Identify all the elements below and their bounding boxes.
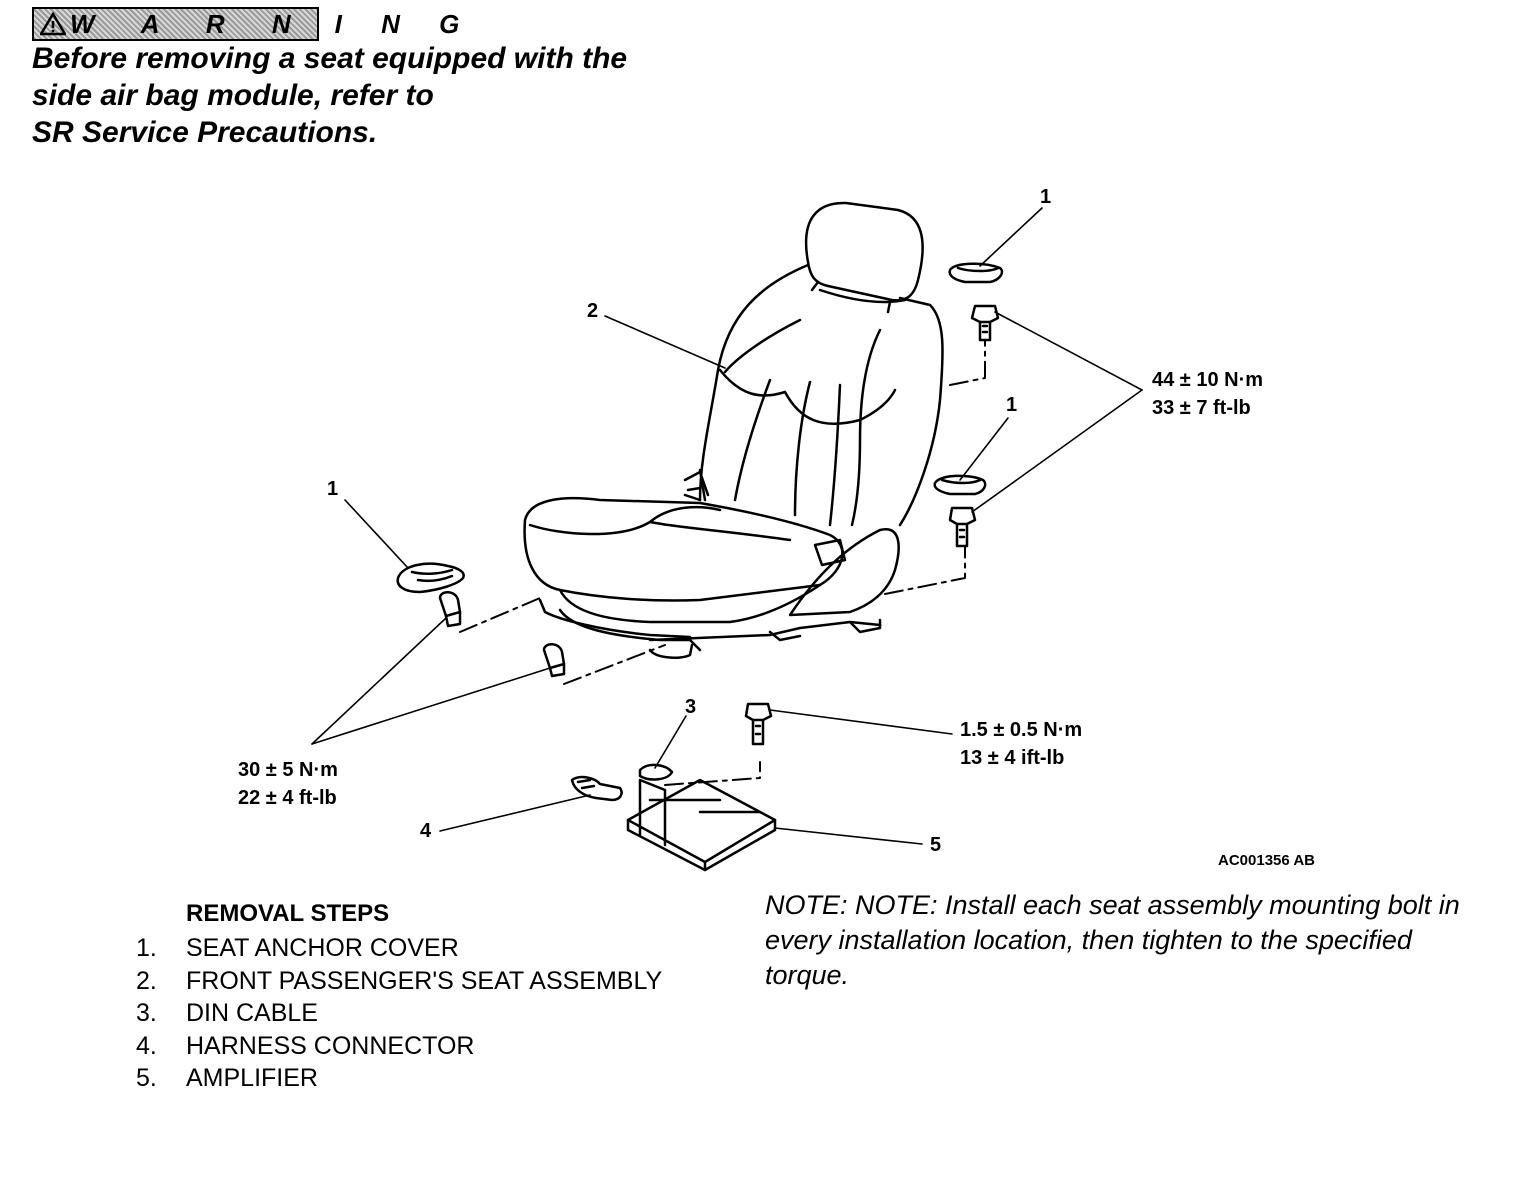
removal-step: 4.HARNESS CONNECTOR bbox=[136, 1031, 475, 1060]
removal-steps-title: REMOVAL STEPS bbox=[186, 900, 390, 927]
recliner-panel bbox=[788, 527, 900, 617]
callout-1-left: 1 bbox=[327, 478, 339, 500]
leader-lines bbox=[311, 207, 1143, 845]
anchor-cover-mid bbox=[933, 474, 987, 496]
removal-step: 5.AMPLIFIER bbox=[136, 1064, 318, 1092]
seat-foot-front-right bbox=[768, 630, 802, 642]
torque-seat-rear-metric: 44 ± 10 N·m bbox=[1152, 369, 1264, 391]
warning-label-boxed: W A R N bbox=[70, 8, 311, 39]
torque-amplifier-metric: 1.5 ± 0.5 N·m bbox=[960, 719, 1083, 741]
harness-connector-drawing bbox=[570, 775, 623, 802]
torque-seat-front-metric: 30 ± 5 N·m bbox=[238, 759, 338, 781]
seatback-center bbox=[733, 328, 882, 527]
headrest-post-left bbox=[810, 280, 820, 292]
seat-foot-front-left bbox=[648, 643, 694, 659]
removal-step: 2.FRONT PASSENGER'S SEAT ASSEMBLY bbox=[136, 966, 663, 995]
seatback bbox=[698, 263, 944, 527]
warning-line-3: SR Service Precautions. bbox=[32, 116, 378, 149]
amplifier-drawing bbox=[626, 778, 777, 872]
bolt-rear-top bbox=[970, 304, 1000, 342]
seat-foot-rear-right bbox=[848, 618, 882, 634]
installation-note: NOTE: NOTE: Install each seat assembly m… bbox=[765, 890, 1460, 990]
torque-seat-front-imperial: 22 ± 4 ft-lb bbox=[238, 787, 337, 809]
din-cable-drawing bbox=[638, 763, 674, 781]
anchor-cover-left bbox=[396, 562, 465, 594]
seat-bracket bbox=[683, 470, 710, 497]
warning-line-1: Before removing a seat equipped with the bbox=[32, 42, 628, 75]
headrest bbox=[804, 201, 924, 302]
seat-assembly-drawing bbox=[523, 201, 944, 659]
figure-code: AC001356 AB bbox=[1218, 852, 1315, 869]
installation-lines bbox=[459, 339, 986, 786]
seat-frame-base bbox=[648, 620, 882, 642]
warning-badge: W A R N bbox=[32, 7, 319, 41]
torque-amplifier: 1.5 ± 0.5 N·m 13 ± 4 ift-lb bbox=[960, 716, 1082, 772]
torque-amplifier-imperial: 13 ± 4 ift-lb bbox=[960, 747, 1065, 769]
removal-step: 1.SEAT ANCHOR COVER bbox=[136, 934, 459, 962]
callout-5: 5 bbox=[930, 834, 942, 856]
bolt-front-center bbox=[542, 643, 566, 678]
torque-seat-front: 30 ± 5 N·m 22 ± 4 ft-lb bbox=[238, 756, 338, 812]
callout-3: 3 bbox=[685, 696, 697, 718]
removal-step: 3.DIN CABLE bbox=[136, 999, 318, 1027]
seat-cushion-seam bbox=[528, 505, 792, 542]
seat-rail-center bbox=[558, 608, 702, 652]
callout-2: 2 bbox=[587, 300, 599, 322]
warning-line-2: side air bag module, refer to bbox=[32, 79, 434, 112]
torque-seat-rear: 44 ± 10 N·m 33 ± 7 ft-lb bbox=[1152, 366, 1263, 422]
warning-header: W A R N I N G bbox=[32, 6, 475, 42]
seat-cushion bbox=[523, 496, 844, 602]
headrest-post-right bbox=[886, 300, 892, 314]
callout-1-top: 1 bbox=[1040, 186, 1052, 208]
seat-cushion-front bbox=[558, 583, 822, 624]
anchor-cover-top bbox=[948, 262, 1004, 284]
bolt-front-left bbox=[438, 591, 462, 628]
seatback-top-seam bbox=[723, 288, 907, 374]
torque-seat-rear-imperial: 33 ± 7 ft-lb bbox=[1152, 397, 1251, 419]
seat-rail-left bbox=[538, 598, 692, 639]
bolt-amplifier bbox=[744, 702, 773, 746]
removal-steps-list: 1.SEAT ANCHOR COVER 2.FRONT PASSENGER'S … bbox=[136, 932, 662, 1095]
callout-4: 4 bbox=[420, 820, 432, 842]
callout-1-mid: 1 bbox=[1006, 394, 1018, 416]
bolt-rear-mid bbox=[948, 506, 977, 548]
recliner-lever bbox=[813, 538, 847, 567]
warning-triangle-icon bbox=[40, 12, 66, 36]
warning-label-rest: I N G bbox=[334, 8, 476, 39]
